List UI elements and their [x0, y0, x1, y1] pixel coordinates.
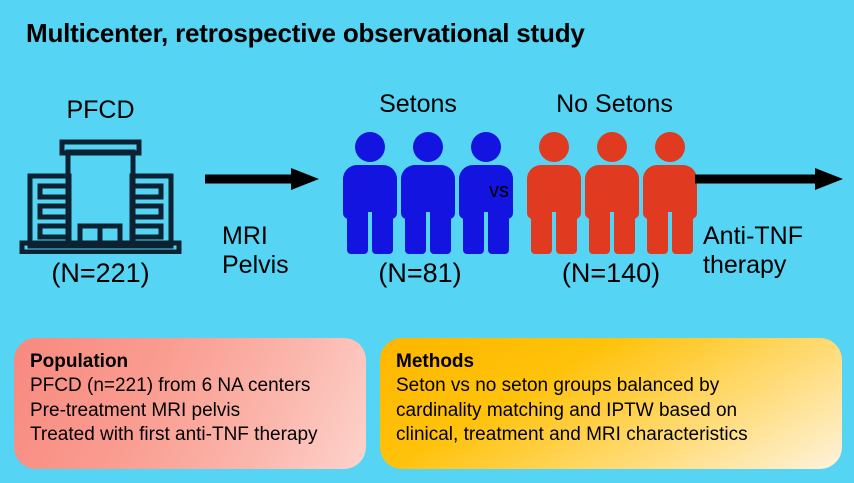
person-icon	[459, 132, 513, 254]
population-box: Population PFCD (n=221) from 6 NA center…	[14, 338, 366, 469]
seton-group-count: (N=81)	[378, 258, 462, 288]
person-leg-right	[672, 210, 693, 254]
person-leg-left	[463, 210, 484, 254]
person-leg-left	[347, 210, 368, 254]
page-title: Multicenter, retrospective observational…	[26, 18, 585, 48]
anti-tnf-arrow-icon	[693, 166, 845, 197]
methods-box-line: cardinality matching and IPTW based on	[396, 399, 738, 421]
hospital-building-icon	[18, 138, 183, 255]
anti-tnf-step-label: Anti-TNF therapy	[703, 222, 803, 280]
seton-group-figures	[343, 132, 513, 254]
cohort-count: (N=221)	[51, 258, 150, 288]
person-leg-left	[589, 210, 610, 254]
seton-group-label: Setons	[379, 90, 457, 118]
person-leg-gap	[368, 212, 372, 254]
mri-step-line1: MRI	[222, 222, 268, 250]
person-leg-left	[647, 210, 668, 254]
person-icon	[643, 132, 697, 254]
population-box-line: Pre-treatment MRI pelvis	[30, 399, 241, 421]
person-head	[355, 132, 385, 162]
methods-box-line: clinical, treatment and MRI characterist…	[396, 423, 748, 445]
person-icon	[343, 132, 397, 254]
person-leg-gap	[610, 212, 614, 254]
person-leg-gap	[426, 212, 430, 254]
no-seton-group-count: (N=140)	[561, 258, 661, 288]
person-leg-gap	[668, 212, 672, 254]
mri-step-line2: Pelvis	[222, 250, 289, 279]
anti-tnf-step-line1: Anti-TNF	[703, 222, 803, 250]
person-leg-right	[614, 210, 635, 254]
person-leg-right	[430, 210, 451, 254]
methods-box-title: Methods	[396, 351, 475, 372]
person-leg-gap	[484, 212, 488, 254]
person-head	[539, 132, 569, 162]
person-leg-gap	[552, 212, 556, 254]
no-seton-group-label: No Setons	[556, 90, 673, 118]
population-box-line: PFCD (n=221) from 6 NA centers	[30, 375, 311, 397]
person-icon	[585, 132, 639, 254]
person-leg-right	[556, 210, 577, 254]
person-head	[597, 132, 627, 162]
anti-tnf-step-line2: therapy	[703, 250, 787, 279]
mri-step-label: MRI Pelvis	[222, 222, 289, 280]
person-leg-left	[531, 210, 552, 254]
person-leg-left	[405, 210, 426, 254]
cohort-label: PFCD	[66, 96, 135, 124]
mri-arrow-icon	[203, 166, 321, 197]
methods-box: Methods Seton vs no seton groups balance…	[380, 338, 842, 469]
population-box-line: Treated with first anti-TNF therapy	[30, 423, 318, 445]
population-box-title: Population	[30, 351, 129, 372]
no-seton-group-figures	[527, 132, 697, 254]
person-head	[471, 132, 501, 162]
person-leg-right	[488, 210, 509, 254]
person-leg-right	[372, 210, 393, 254]
person-icon	[401, 132, 455, 254]
methods-box-line: Seton vs no seton groups balanced by	[396, 375, 720, 397]
person-head	[655, 132, 685, 162]
person-icon	[527, 132, 581, 254]
person-head	[413, 132, 443, 162]
comparator-label: vs	[489, 180, 509, 202]
